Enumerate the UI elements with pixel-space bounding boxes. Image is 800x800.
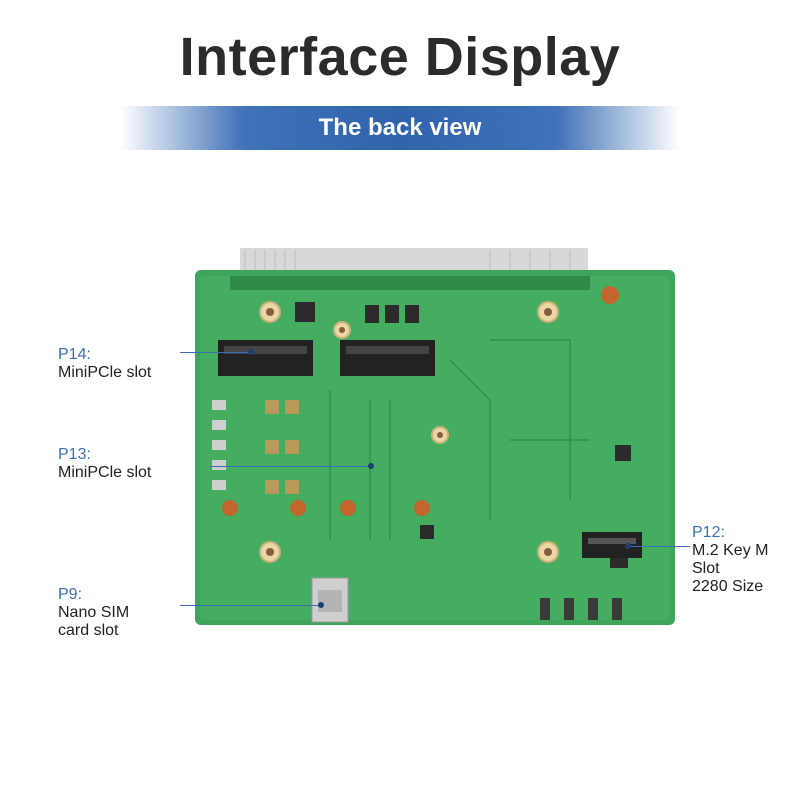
callout-code: P14: [58, 346, 91, 363]
leader-dot [248, 349, 254, 355]
leader-line-p12 [628, 546, 690, 547]
leader-dot [318, 602, 324, 608]
callout-p14: P14: MiniPCle slot [58, 346, 151, 382]
callout-description: MiniPCle slot [58, 364, 152, 381]
leader-line-p14 [180, 352, 250, 353]
leader-line-p13 [210, 466, 370, 467]
callout-description: MiniPCle slot [58, 464, 152, 481]
m2-slot-p12 [582, 532, 642, 558]
callout-code: P13: [58, 446, 91, 463]
page-subtitle: The back view [318, 114, 482, 141]
minipcie-slot-2 [340, 340, 435, 376]
callout-p12: P12: M.2 Key M Slot 2280 Size [692, 524, 768, 596]
leader-line-p9 [180, 605, 320, 606]
subtitle-banner [120, 106, 680, 150]
callout-description: M.2 Key M Slot 2280 Size [692, 542, 769, 595]
leader-dot [368, 463, 374, 469]
header-pins [240, 248, 588, 270]
callout-p13: P13: MiniPCle slot [58, 446, 151, 482]
page-title: Interface Display [179, 27, 621, 87]
leader-dot [625, 543, 631, 549]
minipcie-slot-p14 [218, 340, 313, 376]
pcb-board-image [195, 248, 675, 625]
callout-code: P12: [692, 524, 725, 541]
callout-description: Nano SIM card slot [58, 604, 130, 639]
callout-code: P9: [58, 586, 83, 603]
callout-p9: P9: Nano SIM card slot [58, 586, 129, 640]
